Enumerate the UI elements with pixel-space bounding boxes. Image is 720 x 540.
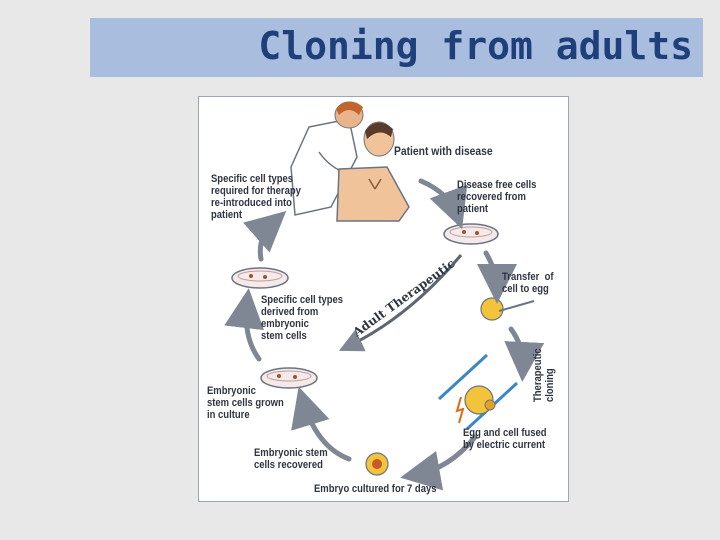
arrow-to-embryo <box>400 434 478 491</box>
arrow-to-dish <box>418 178 468 230</box>
egg-fusion-illustration <box>437 353 519 431</box>
egg-transfer-illustration <box>480 297 535 321</box>
embryo-illustration <box>365 452 389 476</box>
label-reintroduced: Specific cell types required for therapy… <box>211 173 301 221</box>
label-therapeutic-cloning: Therapeutic cloning <box>532 348 556 402</box>
label-transfer: Transfer of cell to egg <box>502 271 554 295</box>
label-embryo-cultured: Embryo cultured for 7 days <box>314 483 437 495</box>
doctor-illustration <box>290 101 364 216</box>
label-cell-types-derived: Specific cell types derived from embryon… <box>261 294 344 342</box>
label-disease-free: Disease free cells recovered from patien… <box>457 179 537 215</box>
title-bar: Cloning from adults <box>90 18 703 77</box>
diagram-graphics <box>224 101 545 491</box>
arrow-to-patient <box>243 211 287 262</box>
patient-illustration <box>336 121 410 222</box>
petri-dish-patient-cells <box>443 223 499 245</box>
label-stem-grown: Embryonic stem cells grown in culture <box>207 385 284 421</box>
label-stem-recovered: Embryonic stem cells recovered <box>254 447 328 471</box>
cycle-arrows <box>224 178 545 491</box>
cloning-diagram: Patient with disease Disease free cells … <box>198 96 569 502</box>
adult-therapeutic-arrow <box>338 254 463 352</box>
label-egg-fused: Egg and cell fused by electric current <box>463 427 547 451</box>
petri-dish-reintroduce <box>231 267 289 289</box>
arrow-to-stem-dish <box>291 386 352 462</box>
arrow-to-egg <box>476 250 517 304</box>
arrow-to-reintroduce-dish <box>224 288 264 362</box>
petri-dish-stem-cells <box>260 367 318 389</box>
slide-title: Cloning from adults <box>258 24 693 68</box>
arrow-to-fusion <box>504 326 545 382</box>
label-patient: Patient with disease <box>394 144 493 158</box>
